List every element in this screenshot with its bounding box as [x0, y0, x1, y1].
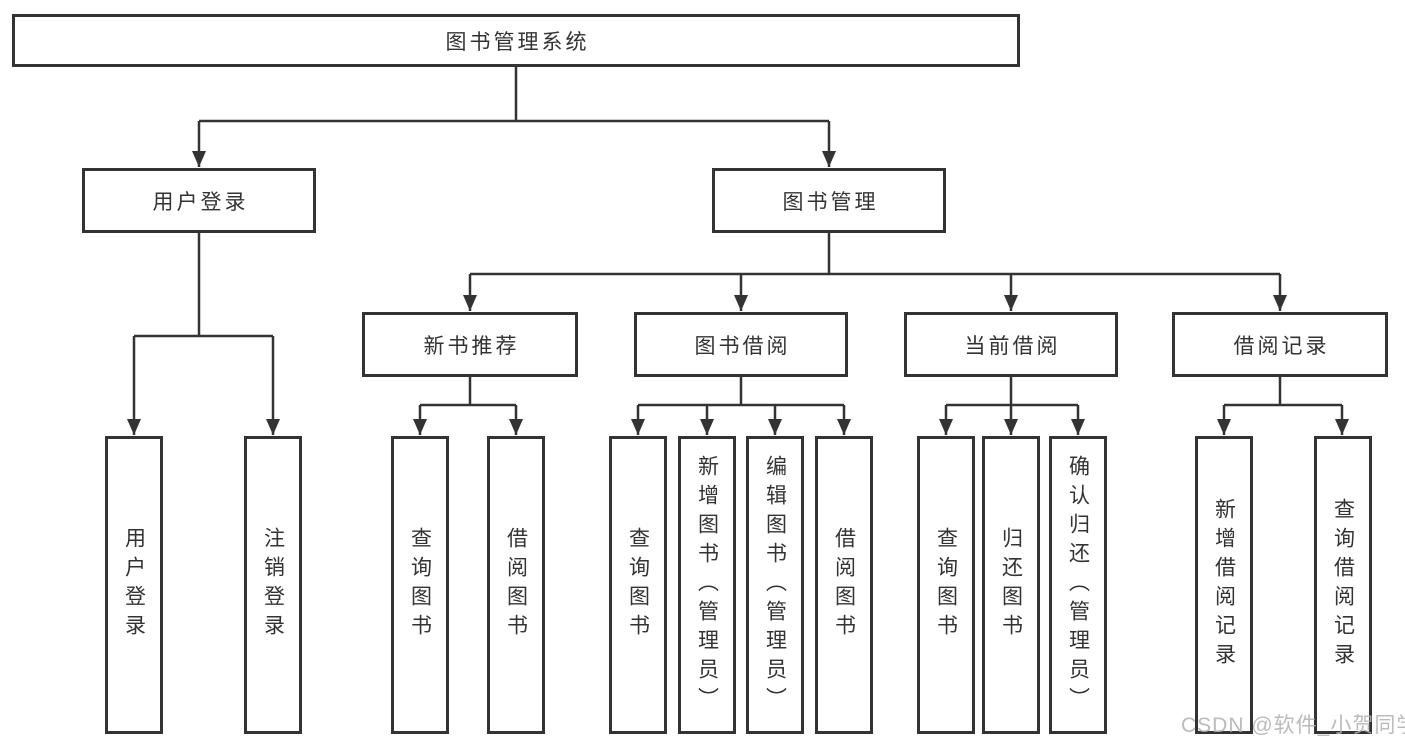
leaf-add-borrow-record: 新增借阅记录 [1195, 436, 1253, 734]
node-root: 图书管理系统 [12, 14, 1020, 67]
leaf-borrow-books-recommend: 借阅图书 [487, 436, 545, 734]
leaf-label: 借阅图书 [504, 527, 528, 643]
leaf-label: 查询图书 [408, 527, 432, 643]
leaf-label: 确认归还（管理员） [1066, 454, 1090, 716]
node-new-book-recommend: 新书推荐 [362, 312, 578, 377]
leaf-label: 新增图书（管理员） [695, 454, 719, 716]
leaf-label: 查询图书 [934, 527, 958, 643]
node-current-borrow: 当前借阅 [904, 312, 1118, 377]
leaf-confirm-return-admin: 确认归还（管理员） [1049, 436, 1107, 734]
leaf-label: 用户登录 [122, 527, 146, 643]
leaf-label: 查询借阅记录 [1331, 498, 1355, 672]
leaf-label: 新增借阅记录 [1212, 498, 1236, 672]
leaf-query-borrow-record: 查询借阅记录 [1314, 436, 1372, 734]
node-user-login: 用户登录 [82, 168, 316, 233]
leaf-return-books: 归还图书 [982, 436, 1040, 734]
leaf-add-book-admin: 新增图书（管理员） [678, 436, 736, 734]
leaf-edit-book-admin: 编辑图书（管理员） [746, 436, 804, 734]
leaf-user-login: 用户登录 [105, 436, 163, 734]
leaf-query-books-borrow: 查询图书 [609, 436, 667, 734]
leaf-logout: 注销登录 [244, 436, 302, 734]
leaf-label: 借阅图书 [832, 527, 856, 643]
node-book-management: 图书管理 [712, 168, 946, 233]
leaf-query-books-recommend: 查询图书 [391, 436, 449, 734]
leaf-borrow-books: 借阅图书 [815, 436, 873, 734]
leaf-label: 编辑图书（管理员） [763, 454, 787, 716]
node-book-borrow: 图书借阅 [634, 312, 848, 377]
leaf-label: 归还图书 [999, 527, 1023, 643]
csdn-watermark: CSDN @软件_小贺同学 [1181, 714, 1405, 737]
node-borrow-records: 借阅记录 [1172, 312, 1388, 377]
leaf-query-books-current: 查询图书 [917, 436, 975, 734]
leaf-label: 注销登录 [261, 527, 285, 643]
leaf-label: 查询图书 [626, 527, 650, 643]
